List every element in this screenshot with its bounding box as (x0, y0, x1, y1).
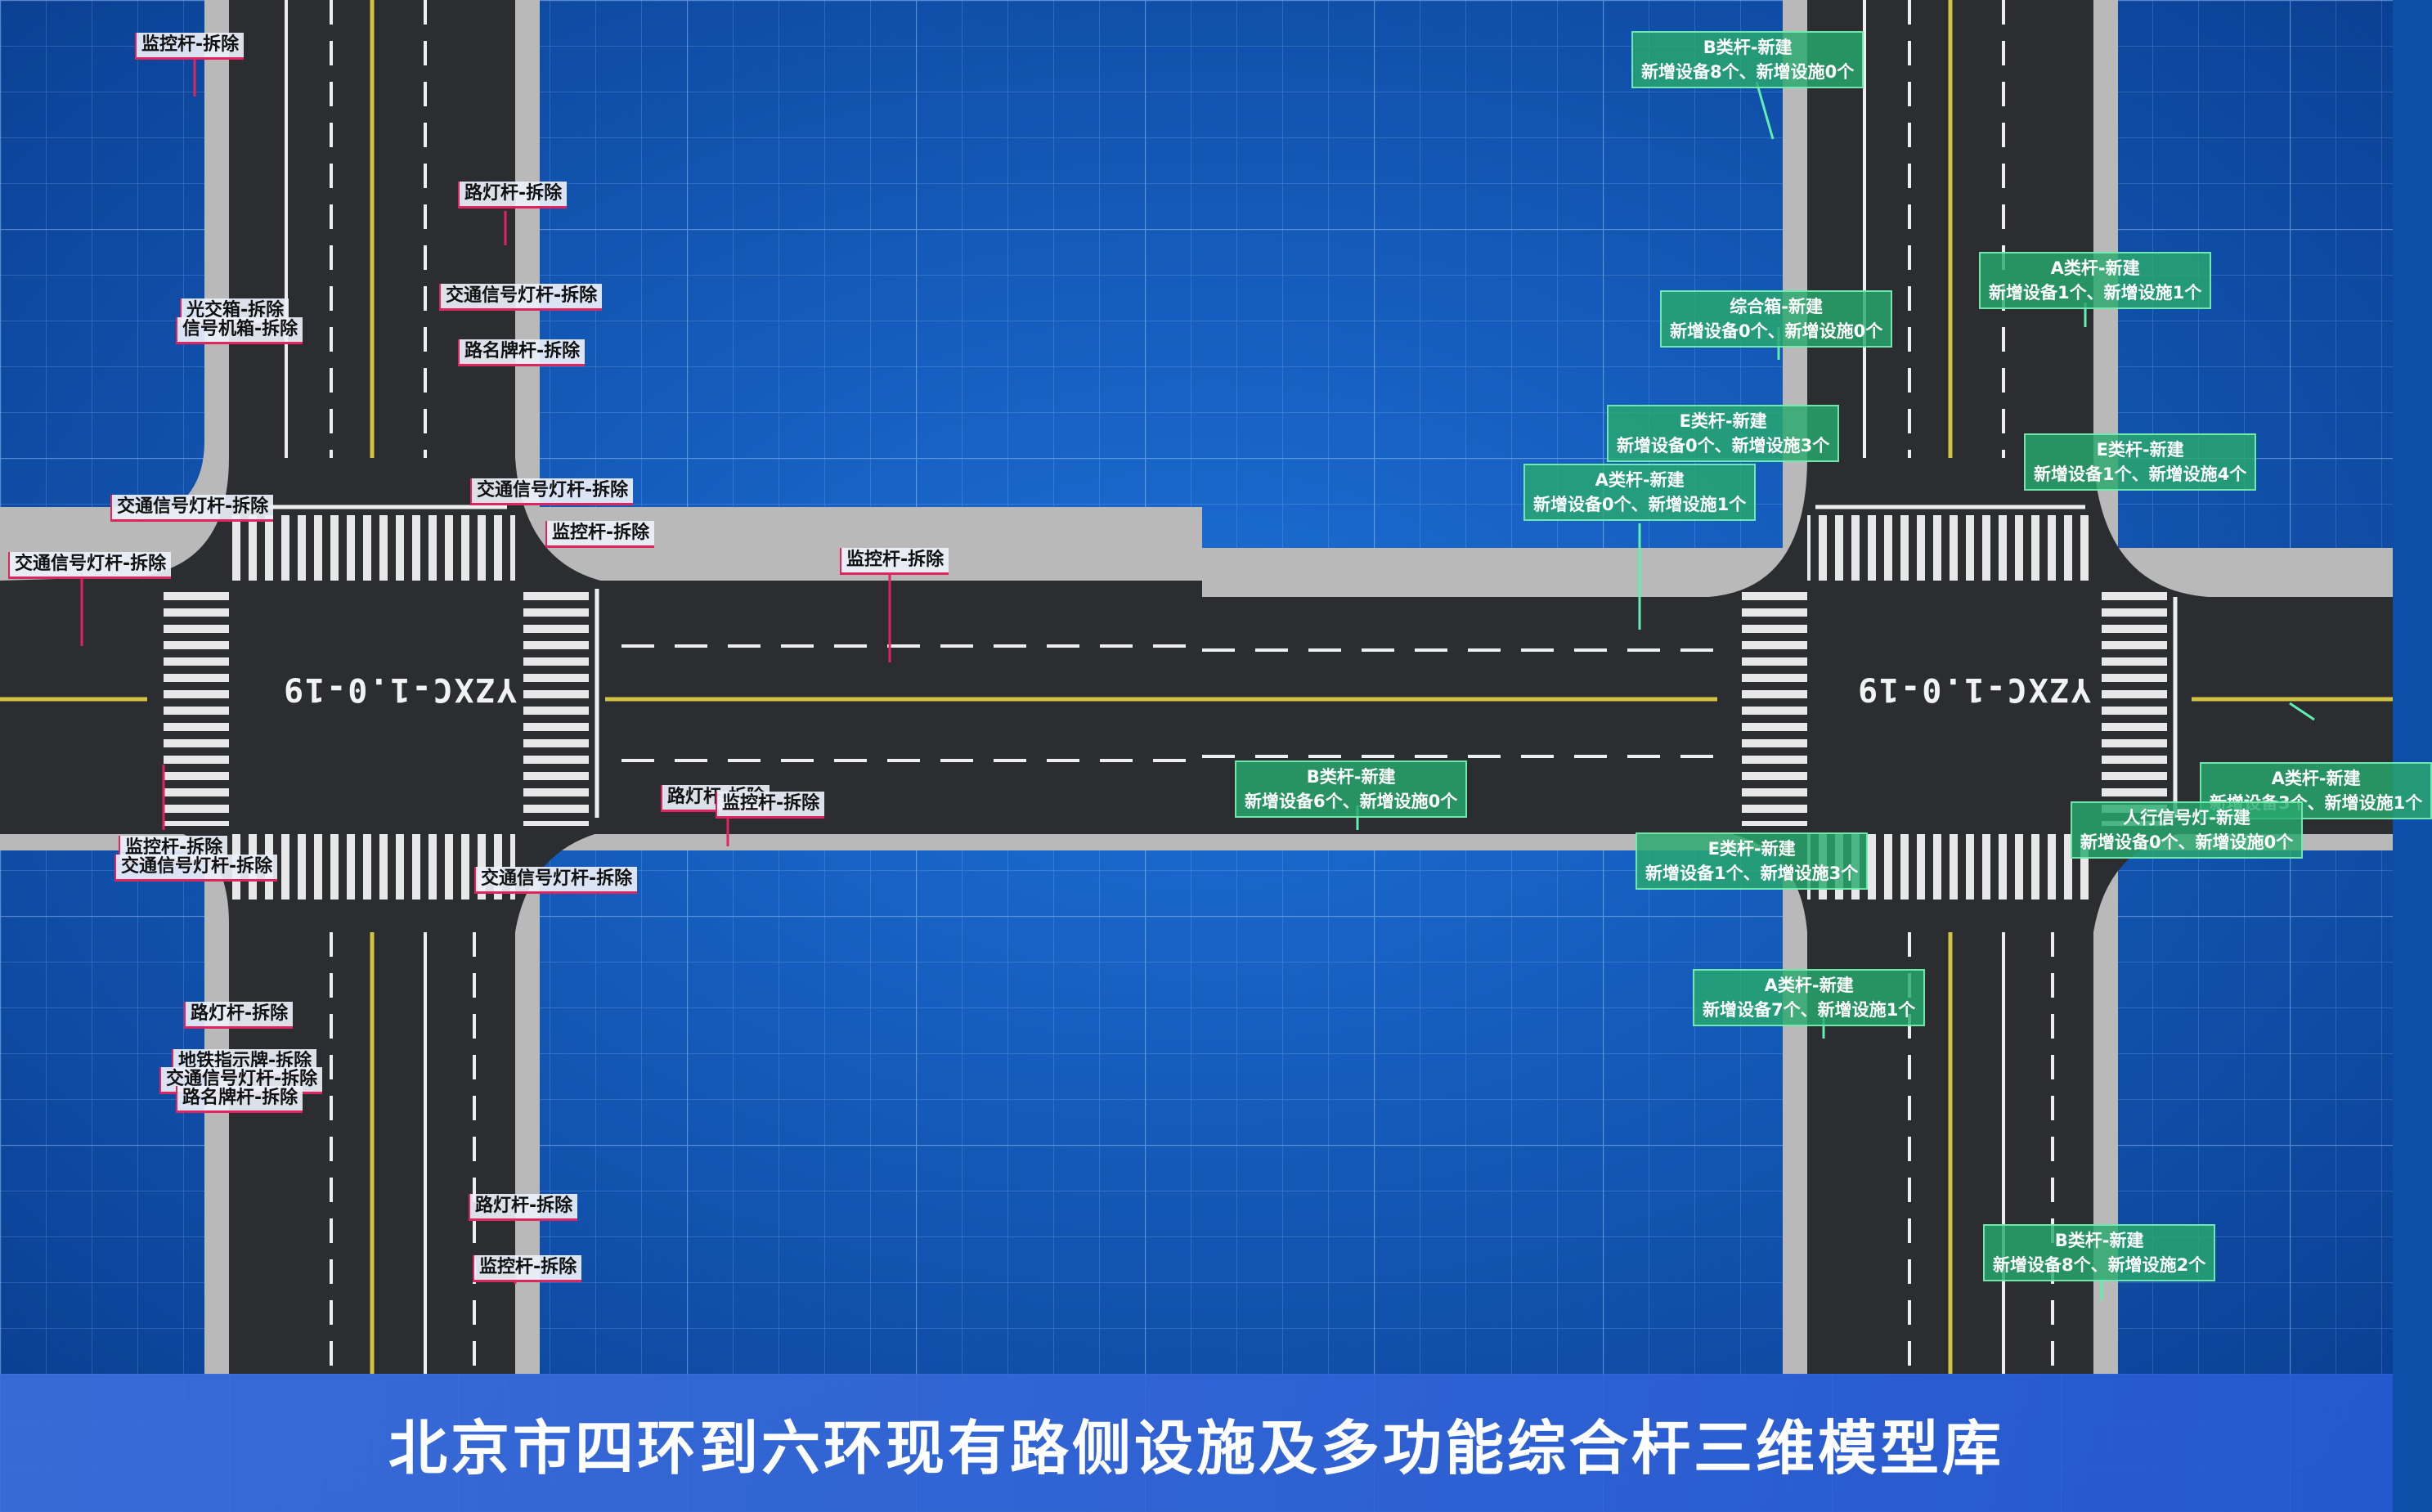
new-label-title: E类杆-新建 (1679, 411, 1767, 431)
removal-label[interactable]: 路名牌杆-拆除 (458, 339, 586, 366)
title-banner: 北京市四环到六环现有路侧设施及多功能综合杆三维模型库 (0, 1374, 2393, 1512)
new-label[interactable]: A类杆-新建 新增设备0个、新增设施1个 (1523, 464, 1757, 521)
banner-title: 北京市四环到六环现有路侧设施及多功能综合杆三维模型库 (388, 1414, 2004, 1483)
removal-label[interactable]: 交通信号灯杆-拆除 (8, 552, 172, 579)
new-label-detail: 新增设备6个、新增设施0个 (1245, 792, 1458, 811)
new-label-detail: 新增设备7个、新增设施1个 (1703, 1000, 1916, 1020)
new-label[interactable]: B类杆-新建 新增设备8个、新增设施0个 (1631, 31, 1864, 88)
new-label-title: E类杆-新建 (2096, 440, 2184, 460)
new-label-detail: 新增设备8个、新增设施2个 (1993, 1255, 2206, 1275)
new-label[interactable]: E类杆-新建 新增设备1个、新增设施4个 (2024, 433, 2257, 491)
new-label-title: B类杆-新建 (2054, 1231, 2144, 1250)
removal-label[interactable]: 路灯杆-拆除 (469, 1194, 578, 1221)
removal-label[interactable]: 监控杆-拆除 (716, 792, 825, 819)
new-label-detail: 新增设备0个、新增设施1个 (1533, 495, 1747, 514)
removal-label[interactable]: 监控杆-拆除 (473, 1255, 582, 1282)
new-label[interactable]: A类杆-新建 新增设备7个、新增设施1个 (1693, 969, 1926, 1026)
removal-label[interactable]: 信号机箱-拆除 (176, 317, 303, 344)
new-label[interactable]: A类杆-新建 新增设备1个、新增设施1个 (1979, 252, 2212, 309)
new-label[interactable]: 人行信号灯-新建 新增设备0个、新增设施0个 (2071, 801, 2304, 859)
new-label-detail: 新增设备0个、新增设施0个 (1670, 321, 1883, 341)
removal-label[interactable]: 交通信号灯杆-拆除 (474, 867, 638, 894)
road-code-right: YZXC-1.0-19 (1856, 671, 2091, 708)
new-label[interactable]: E类杆-新建 新增设备0个、新增设施3个 (1607, 405, 1840, 462)
new-label-detail: 新增设备0个、新增设施0个 (2080, 832, 2294, 852)
new-label[interactable]: B类杆-新建 新增设备6个、新增设施0个 (1235, 760, 1468, 818)
left-intersection (0, 0, 1202, 1374)
new-label-detail: 新增设备1个、新增设施1个 (1989, 283, 2202, 303)
new-label-title: 人行信号灯-新建 (2123, 808, 2250, 828)
new-label-detail: 新增设备8个、新增设施0个 (1641, 62, 1855, 82)
new-label-title: B类杆-新建 (1703, 38, 1793, 57)
new-label-detail: 新增设备1个、新增设施3个 (1645, 864, 1859, 883)
new-label[interactable]: E类杆-新建 新增设备1个、新增设施3个 (1636, 832, 1869, 890)
removal-label[interactable]: 监控杆-拆除 (545, 521, 655, 548)
new-label-title: A类杆-新建 (2271, 769, 2361, 788)
new-label-detail: 新增设备1个、新增设施4个 (2034, 464, 2247, 484)
removal-label[interactable]: 交通信号灯杆-拆除 (470, 478, 634, 505)
road-code-left: YZXC-1.0-19 (282, 671, 517, 708)
new-label-detail: 新增设备0个、新增设施3个 (1617, 436, 1830, 455)
new-label-title: A类杆-新建 (1595, 470, 1685, 490)
new-label-title: E类杆-新建 (1707, 839, 1796, 859)
new-label-title: 综合箱-新建 (1730, 297, 1823, 316)
removal-label[interactable]: 交通信号灯杆-拆除 (114, 855, 278, 882)
removal-label[interactable]: 路灯杆-拆除 (184, 1002, 294, 1029)
new-label-title: B类杆-新建 (1306, 767, 1396, 787)
removal-label[interactable]: 路名牌杆-拆除 (176, 1086, 303, 1113)
new-label-title: A类杆-新建 (2050, 258, 2140, 278)
new-label[interactable]: B类杆-新建 新增设备8个、新增设施2个 (1983, 1224, 2216, 1281)
removal-label[interactable]: 交通信号灯杆-拆除 (110, 495, 274, 522)
removal-label[interactable]: 交通信号灯杆-拆除 (439, 284, 603, 311)
new-label-title: A类杆-新建 (1764, 976, 1854, 995)
removal-label[interactable]: 监控杆-拆除 (840, 548, 949, 575)
new-label[interactable]: 综合箱-新建 新增设备0个、新增设施0个 (1660, 290, 1893, 348)
removal-label[interactable]: 路灯杆-拆除 (458, 182, 568, 209)
removal-label[interactable]: 监控杆-拆除 (135, 33, 245, 60)
